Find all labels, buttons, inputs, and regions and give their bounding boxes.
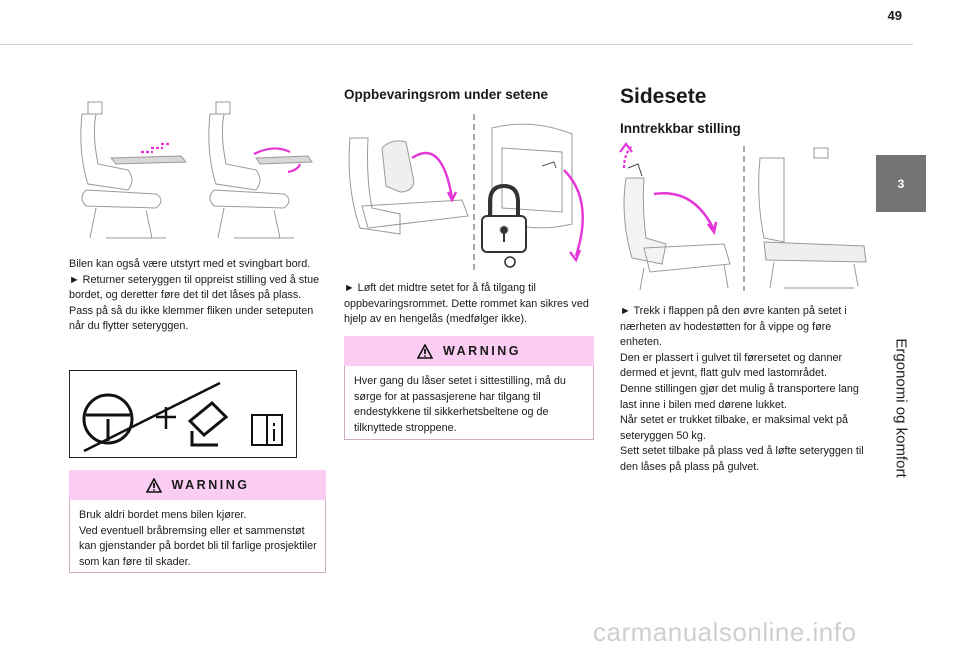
left-warning-title: WARNING <box>171 478 250 492</box>
middle-warning-header: WARNING <box>344 336 594 366</box>
retractable-subheading: Inntrekkbar stilling <box>620 121 741 136</box>
storage-heading: Oppbevaringsrom under setene <box>344 87 549 102</box>
storage-paragraph: ► Løft det midtre setet for å få tilgang… <box>344 282 589 326</box>
side-seat-heading: Sidesete <box>620 85 707 108</box>
middle-warning-text: Hver gang du låser setet i sittestilling… <box>344 366 594 440</box>
warning-triangle-icon <box>145 477 162 493</box>
swivel-table-paragraph: Bilen kan også være utstyrt med et sving… <box>69 258 320 333</box>
storage-illustration <box>342 108 594 273</box>
chapter-title: Ergonomi og komfort <box>892 338 910 478</box>
left-warning-header: WARNING <box>69 470 326 500</box>
chapter-tab[interactable]: 3 <box>876 155 926 212</box>
chapter-number: 3 <box>897 176 905 191</box>
page-number: 49 <box>887 8 902 23</box>
pictogram-box <box>69 370 297 458</box>
header-divider <box>0 44 913 45</box>
left-warning-text: Bruk aldri bordet mens bilen kjører. Ved… <box>69 500 326 573</box>
warning-triangle-icon <box>417 343 434 359</box>
side-seat-paragraph: ► Trekk i flappen på den øvre kanten på … <box>620 305 864 473</box>
watermark: carmanualsonline.info <box>593 617 857 647</box>
middle-warning-title: WARNING <box>443 344 521 358</box>
swivel-table-illustration <box>66 92 328 252</box>
side-seat-illustration <box>614 138 874 293</box>
